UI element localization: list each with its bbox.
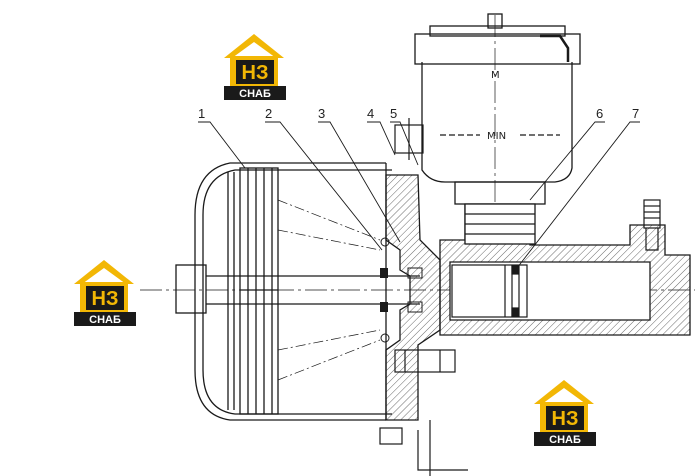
callout-labels: 1 2 3 4 5 6 7	[198, 106, 639, 121]
logo-caption: СНАБ	[89, 314, 121, 326]
master-piston	[451, 264, 528, 318]
return-spring	[277, 199, 381, 381]
mounting-bolts	[379, 118, 468, 476]
watermark-logo-left: НЗ СНАБ	[74, 260, 136, 326]
seals	[380, 237, 423, 343]
watermark-logo-bottom: НЗ СНАБ	[534, 380, 596, 446]
callout-5: 5	[390, 106, 397, 121]
fluid-reservoir	[414, 13, 581, 245]
reservoir-max-mark: M	[491, 70, 500, 81]
logo-monogram: НЗ	[242, 62, 269, 84]
callout-2: 2	[265, 106, 272, 121]
logo-monogram: НЗ	[92, 288, 119, 310]
callout-6: 6	[596, 106, 603, 121]
piston-disk	[227, 167, 279, 415]
logo-monogram: НЗ	[552, 408, 579, 430]
logo-caption: СНАБ	[239, 88, 271, 100]
end-cover	[385, 174, 441, 421]
callout-leaders	[198, 121, 640, 269]
cylinder-bore	[449, 261, 651, 321]
reservoir-min-label: MIN	[487, 131, 506, 142]
logo-caption: СНАБ	[549, 434, 581, 446]
cylinder-housing	[194, 162, 392, 421]
callout-1: 1	[198, 106, 205, 121]
callout-3: 3	[318, 106, 325, 121]
bleeder-valve	[643, 199, 661, 251]
callout-4: 4	[367, 106, 374, 121]
watermark-logo-top: НЗ СНАБ	[224, 34, 286, 100]
callout-7: 7	[632, 106, 639, 121]
